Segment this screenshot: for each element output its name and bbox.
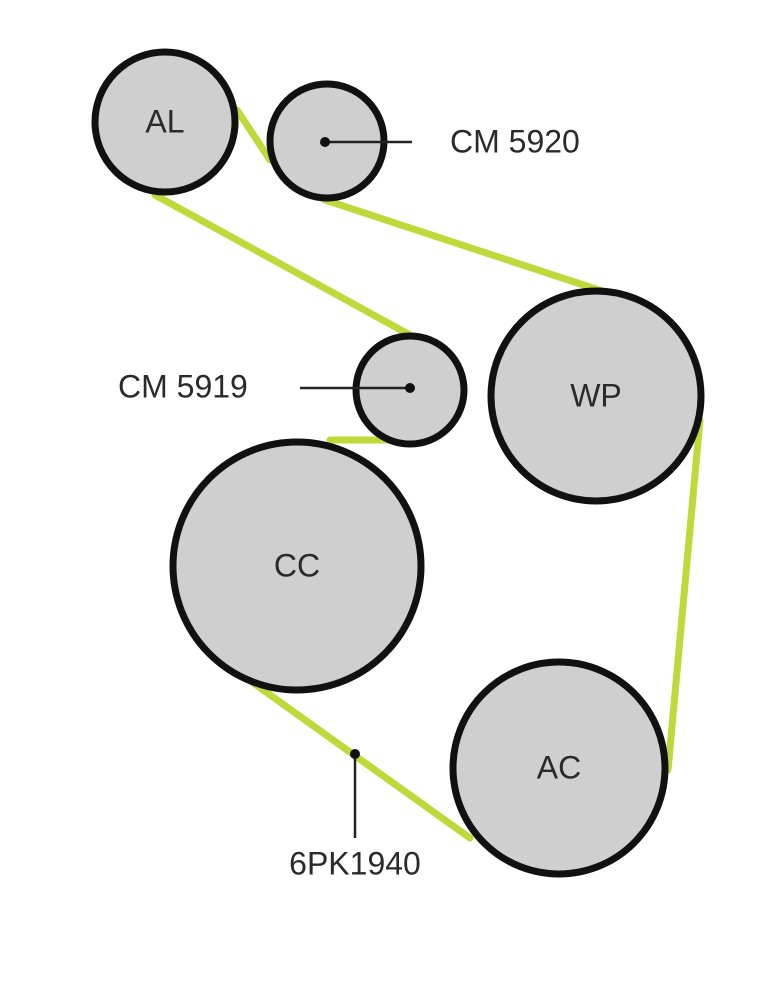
pulley-wp: WP (487, 287, 705, 505)
belt-segment-cc-ac (248, 678, 474, 842)
belt-segment-al-cm5920 (233, 106, 274, 164)
callout-label-belt-part: 6PK1940 (289, 845, 421, 881)
callout-cm5920: CM 5920 (320, 123, 580, 159)
callout-label-cm5920: CM 5920 (450, 123, 580, 159)
callout-cm5919: CM 5919 (118, 368, 415, 404)
pulley-ac: AC (449, 658, 669, 878)
belt-point-dot (350, 749, 360, 759)
pulley-al-label: AL (145, 103, 184, 139)
belt-segment-wp-ac (664, 416, 704, 774)
callout-label-cm5919: CM 5919 (118, 368, 248, 404)
belt-segment-cm5920-wp (321, 196, 609, 296)
pulley-cc-label: CC (274, 547, 320, 583)
center-dot-cm5919 (405, 383, 415, 393)
pulley-wp-label: WP (570, 377, 622, 413)
callout-belt-part: 6PK1940 (289, 749, 421, 881)
pulley-cc: CC (169, 438, 425, 694)
pulley-al: AL (91, 48, 239, 196)
belt-segment-al-cm5919 (151, 191, 414, 339)
pulley-ac-label: AC (537, 749, 581, 785)
center-dot-cm5920 (320, 137, 330, 147)
